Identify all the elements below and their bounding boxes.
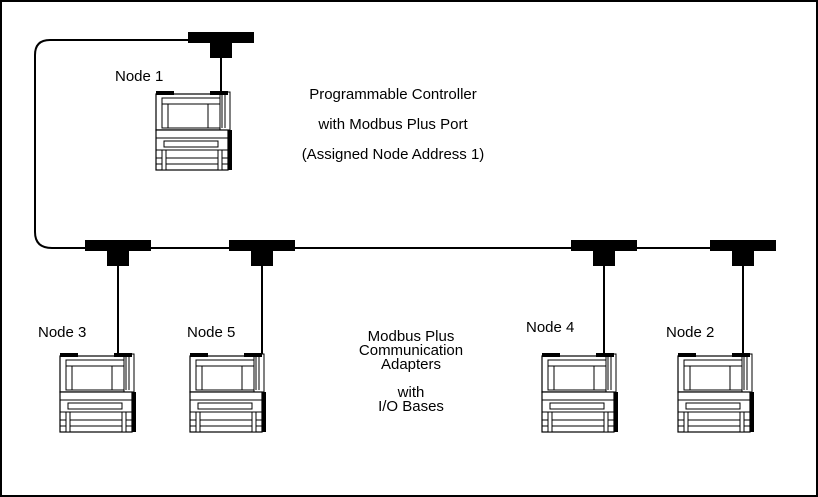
controller-caption-line-1: Programmable Controller — [309, 86, 477, 103]
tap-node-3 — [85, 240, 151, 266]
adapters-caption-line-2: Communication — [358, 342, 464, 359]
node-1-label: Node 1 — [115, 68, 164, 85]
tap-node-2 — [710, 240, 776, 266]
node-4-label: Node 4 — [526, 319, 575, 336]
adapter-node-3-icon — [59, 352, 137, 433]
node-5-label: Node 5 — [187, 324, 236, 341]
adapter-node-4-icon — [541, 352, 619, 433]
controller-caption-line-3: (Assigned Node Address 1) — [301, 146, 485, 163]
adapters-caption: Modbus Plus Communication Adapters with … — [336, 328, 486, 415]
adapters-caption-line-4: with — [397, 384, 425, 401]
adapter-node-2-icon — [677, 352, 755, 433]
node-3-label: Node 3 — [38, 324, 87, 341]
adapters-caption-line-3: Adapters — [380, 356, 442, 373]
controller-caption: Programmable Controller with Modbus Plus… — [258, 80, 528, 170]
node-2-label: Node 2 — [666, 324, 715, 341]
modbus-plus-cable — [34, 39, 740, 249]
adapter-node-5-icon — [189, 352, 267, 433]
tap-node-1 — [188, 32, 254, 58]
adapters-caption-line-1: Modbus Plus — [367, 328, 455, 345]
tap-node-4 — [571, 240, 637, 266]
programmable-controller-icon — [155, 90, 233, 171]
adapters-caption-line-5: I/O Bases — [378, 398, 444, 415]
tap-node-5 — [229, 240, 295, 266]
controller-caption-line-2: with Modbus Plus Port — [318, 116, 468, 133]
